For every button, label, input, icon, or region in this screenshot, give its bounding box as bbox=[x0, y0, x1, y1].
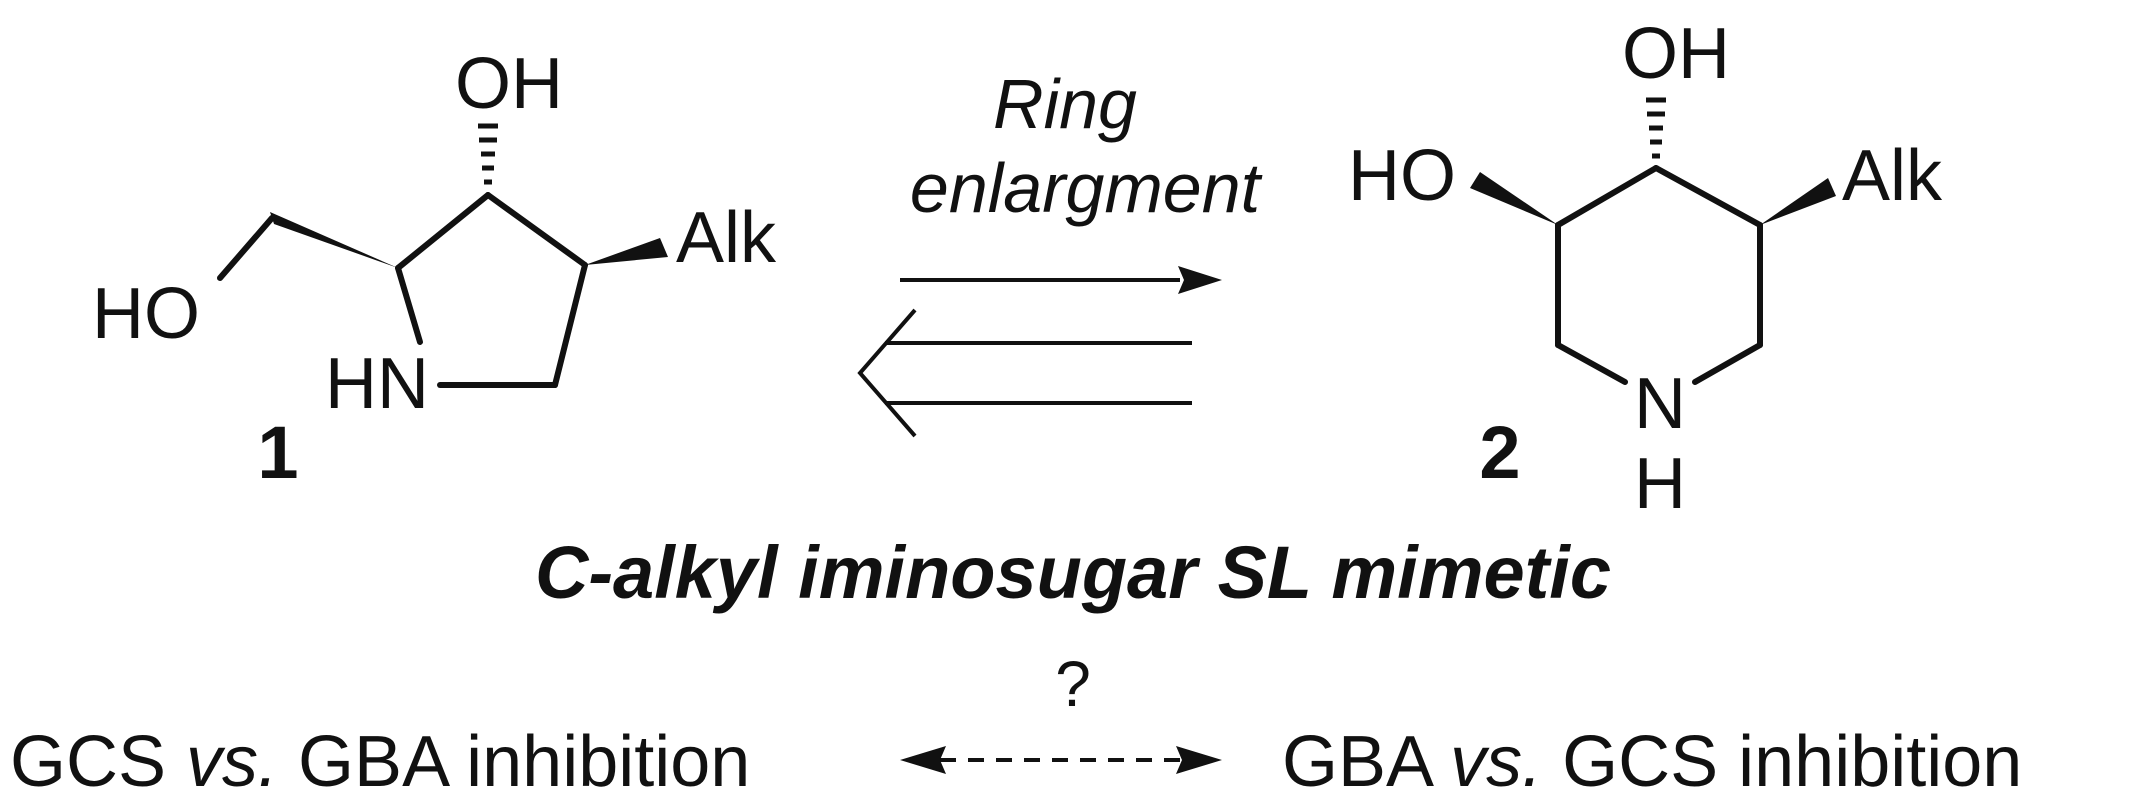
ring-bond bbox=[552, 262, 588, 388]
wedge-bond bbox=[1760, 178, 1836, 225]
wedge-bond bbox=[270, 212, 398, 268]
ring-bond bbox=[395, 192, 491, 271]
arrowhead bbox=[1178, 266, 1222, 294]
ring-bond bbox=[395, 265, 423, 345]
ring-bond bbox=[1555, 342, 1628, 385]
hashed-bond bbox=[478, 123, 498, 185]
inhibition-left-vs: vs. bbox=[186, 722, 278, 802]
question-mark: ? bbox=[1055, 648, 1091, 720]
comparison-row: GCS vs. GBA inhibition GBA vs. GCS inhib… bbox=[10, 648, 2022, 802]
wedge-bond bbox=[1470, 172, 1558, 225]
arrowhead bbox=[857, 308, 917, 438]
inhibition-right-part2: GCS inhibition bbox=[1542, 722, 2022, 802]
inhibition-right-part1: GBA bbox=[1282, 722, 1450, 802]
inhibition-left-part2: GBA inhibition bbox=[278, 722, 750, 802]
hashed-bond bbox=[1646, 97, 1666, 159]
nitrogen-label: N bbox=[1634, 364, 1686, 444]
hydroxyl-label: HO bbox=[92, 274, 200, 354]
alkyl-label: Alk bbox=[1842, 136, 1943, 216]
alkyl-label: Alk bbox=[676, 198, 777, 278]
inhibition-right-vs: vs. bbox=[1450, 722, 1542, 802]
compound-2-structure: OH HO Alk N H 2 bbox=[1348, 14, 1943, 524]
inhibition-left-part1: GCS bbox=[10, 722, 186, 802]
ring-bond bbox=[1555, 165, 1659, 228]
arrow-label: enlargment bbox=[910, 149, 1263, 227]
arrowhead-left bbox=[900, 746, 946, 774]
hydroxyl-label: HO bbox=[1348, 136, 1456, 216]
inhibition-right: GBA vs. GCS inhibition bbox=[1282, 722, 2022, 802]
arrow-label: Ring bbox=[993, 65, 1137, 143]
compound-number: 1 bbox=[257, 411, 298, 494]
wedge-bond bbox=[585, 238, 668, 265]
ch2-bond bbox=[217, 215, 275, 281]
hydroxyl-label: OH bbox=[1622, 14, 1730, 94]
ring-bond bbox=[1692, 342, 1763, 385]
ring-bond bbox=[1653, 165, 1763, 228]
inhibition-left: GCS vs. GBA inhibition bbox=[10, 722, 750, 802]
nitrogen-hydrogen-label: H bbox=[1634, 444, 1686, 524]
amine-label: HN bbox=[325, 344, 429, 424]
ring-bond bbox=[485, 192, 588, 268]
scheme-caption: C-alkyl iminosugar SL mimetic bbox=[535, 531, 1611, 614]
arrowhead-right bbox=[1176, 746, 1222, 774]
hydroxyl-label: OH bbox=[455, 44, 563, 124]
compound-number: 2 bbox=[1479, 411, 1520, 494]
equilibrium-arrows: Ring enlargment bbox=[857, 65, 1263, 438]
compound-1-structure: OH HO HN Alk 1 bbox=[92, 44, 777, 494]
